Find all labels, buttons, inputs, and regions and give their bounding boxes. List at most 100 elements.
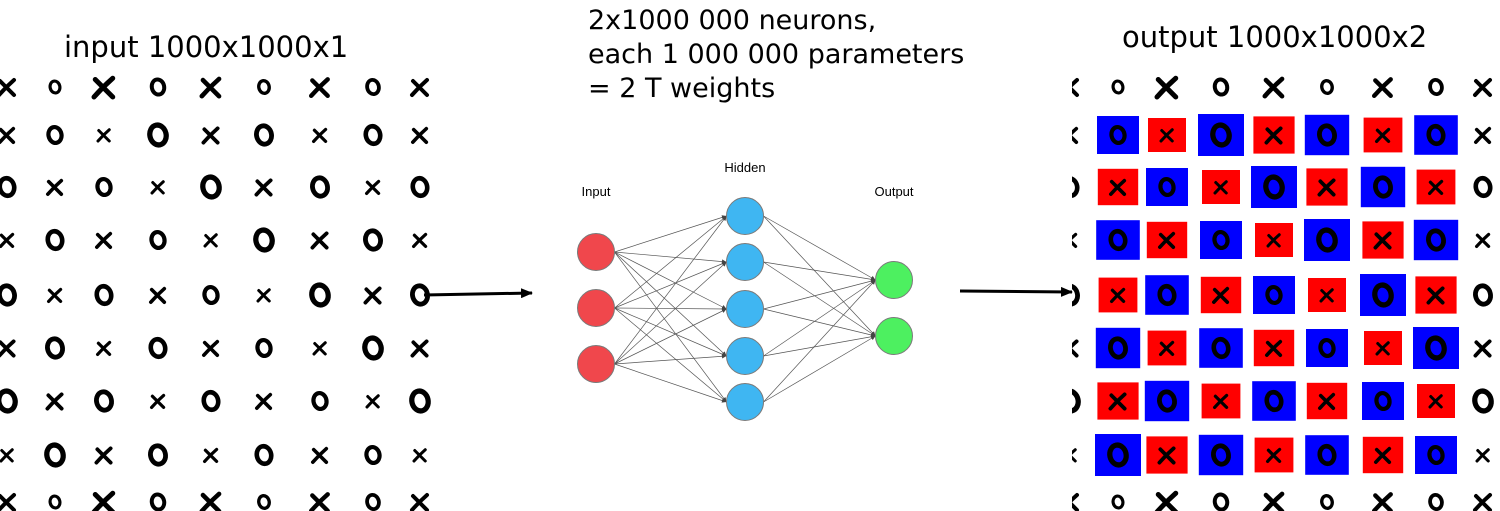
x-glyph bbox=[1426, 286, 1445, 305]
x-glyph bbox=[411, 126, 429, 144]
o-label-box bbox=[1097, 116, 1139, 154]
output-neuron bbox=[875, 261, 913, 299]
o-glyph bbox=[1473, 283, 1493, 307]
x-glyph bbox=[0, 232, 15, 248]
connection-edge bbox=[614, 215, 727, 253]
x-glyph bbox=[201, 126, 220, 145]
hidden-neuron bbox=[726, 243, 764, 281]
o-glyph bbox=[1072, 283, 1080, 307]
x-glyph bbox=[91, 490, 116, 511]
connection-edge bbox=[614, 363, 727, 403]
x-glyph bbox=[46, 178, 64, 196]
x-glyph bbox=[1318, 392, 1336, 410]
x-glyph bbox=[254, 178, 273, 197]
o-glyph bbox=[1211, 336, 1231, 360]
connection-edge bbox=[614, 261, 727, 309]
connection-edge bbox=[763, 335, 876, 357]
o-label-box bbox=[1360, 274, 1406, 316]
x-glyph bbox=[1475, 232, 1491, 248]
o-label-box bbox=[1199, 328, 1243, 368]
o-glyph bbox=[1428, 77, 1444, 97]
o-label-box bbox=[1253, 276, 1295, 314]
x-glyph bbox=[1154, 490, 1179, 511]
connection-edge bbox=[763, 279, 876, 357]
x-glyph bbox=[410, 493, 429, 511]
x-glyph bbox=[45, 392, 64, 411]
o-glyph bbox=[1158, 176, 1176, 198]
input-neuron bbox=[577, 289, 615, 327]
o-glyph bbox=[1111, 494, 1125, 510]
x-glyph bbox=[412, 448, 427, 463]
o-glyph bbox=[253, 227, 275, 253]
x-glyph bbox=[94, 446, 113, 465]
connection-edge bbox=[614, 251, 727, 357]
o-glyph bbox=[48, 494, 62, 510]
o-glyph bbox=[1316, 227, 1338, 253]
x-glyph bbox=[365, 394, 380, 409]
x-glyph bbox=[150, 180, 165, 195]
connection-edge bbox=[614, 215, 727, 365]
o-glyph bbox=[149, 77, 167, 97]
o-glyph bbox=[365, 77, 381, 97]
o-glyph bbox=[257, 493, 271, 511]
connection-edge bbox=[763, 335, 876, 403]
o-glyph bbox=[0, 175, 17, 199]
x-glyph bbox=[149, 286, 167, 304]
x-glyph bbox=[1474, 126, 1492, 144]
connection-edge bbox=[614, 307, 727, 357]
input-image-grid bbox=[0, 75, 431, 511]
x-glyph bbox=[363, 286, 382, 305]
x-glyph bbox=[1375, 341, 1390, 356]
o-glyph bbox=[1374, 390, 1392, 412]
o-glyph bbox=[0, 283, 17, 307]
connection-arrowhead bbox=[721, 262, 727, 267]
o-label-box bbox=[1144, 380, 1190, 422]
x-glyph bbox=[0, 493, 16, 511]
x-glyph bbox=[309, 492, 330, 511]
o-glyph bbox=[94, 389, 114, 413]
o-glyph bbox=[45, 336, 65, 360]
o-glyph bbox=[1264, 389, 1284, 413]
o-glyph bbox=[1473, 175, 1493, 199]
o-glyph bbox=[1157, 389, 1177, 413]
o-label-box bbox=[1251, 166, 1297, 208]
description-line-2: each 1 000 000 parameters bbox=[588, 39, 965, 70]
connection-arrowhead bbox=[721, 398, 727, 403]
x-glyph bbox=[1262, 76, 1285, 99]
input-title: input 1000x1000x1 bbox=[64, 30, 349, 64]
o-glyph bbox=[1109, 124, 1127, 146]
x-glyph bbox=[1159, 128, 1174, 143]
hidden-layer-label: Hidden bbox=[724, 160, 765, 175]
o-glyph bbox=[1427, 444, 1445, 466]
o-glyph bbox=[257, 78, 271, 96]
x-glyph bbox=[1372, 77, 1393, 98]
x-glyph bbox=[0, 448, 14, 463]
input-neuron bbox=[577, 233, 615, 271]
o-glyph bbox=[1211, 443, 1231, 467]
o-glyph bbox=[149, 229, 167, 251]
hidden-neuron bbox=[726, 290, 764, 328]
o-glyph bbox=[201, 389, 221, 413]
connection-edge bbox=[614, 261, 727, 365]
o-glyph bbox=[1320, 493, 1334, 511]
o-glyph bbox=[44, 442, 66, 468]
connection-edge bbox=[614, 307, 727, 403]
x-glyph bbox=[1157, 446, 1176, 465]
o-label-box bbox=[1414, 115, 1458, 155]
o-label-box bbox=[1362, 382, 1404, 420]
o-label-box bbox=[1198, 114, 1244, 156]
connection-edge bbox=[763, 261, 876, 337]
o-label-box bbox=[1200, 221, 1242, 259]
x-glyph bbox=[1372, 492, 1393, 511]
o-glyph bbox=[363, 123, 383, 147]
x-glyph bbox=[0, 339, 16, 358]
o-glyph bbox=[1472, 388, 1494, 414]
network-description: 2x1000 000 neurons, each 1 000 000 param… bbox=[588, 4, 964, 106]
o-label-box bbox=[1304, 219, 1350, 261]
x-glyph bbox=[311, 446, 329, 464]
o-glyph bbox=[1265, 284, 1283, 306]
o-glyph bbox=[45, 228, 65, 252]
connection-edge bbox=[614, 251, 727, 310]
connection-edge bbox=[763, 279, 876, 403]
